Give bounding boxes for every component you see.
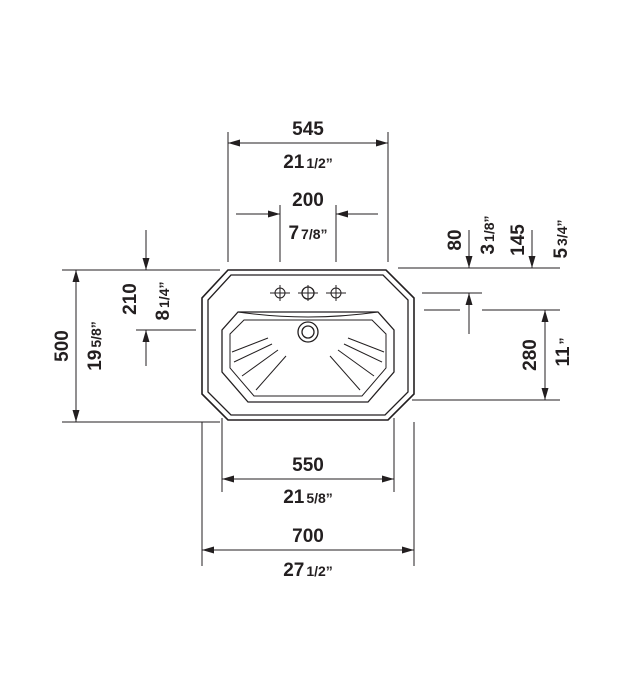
bowl-depth-inch: 11”	[553, 337, 574, 366]
overall-width-mm: 700	[292, 526, 324, 547]
tap-depth-mm: 210	[120, 283, 141, 315]
tap-offset-mm: 80	[445, 229, 466, 250]
bowl-width-mm: 550	[292, 455, 324, 476]
drain-hole	[297, 321, 319, 343]
overall-depth-inch: 195/8”	[85, 321, 106, 371]
tap-offset-inch: 31/8”	[478, 215, 499, 254]
tap-depth-inch: 81/4”	[153, 281, 174, 320]
top-width-mm: 545	[292, 119, 324, 140]
dimension-lines	[72, 139, 549, 554]
overall-depth-mm: 500	[52, 330, 73, 362]
drain-offset-mm: 145	[508, 224, 529, 256]
tap-spacing-mm: 200	[292, 190, 324, 211]
basin-outline	[201, 269, 415, 421]
tap-holes	[270, 285, 346, 301]
drain-offset-inch: 53/4”	[551, 219, 572, 258]
extension-lines	[62, 132, 560, 566]
bowl-depth-mm: 280	[520, 339, 541, 371]
